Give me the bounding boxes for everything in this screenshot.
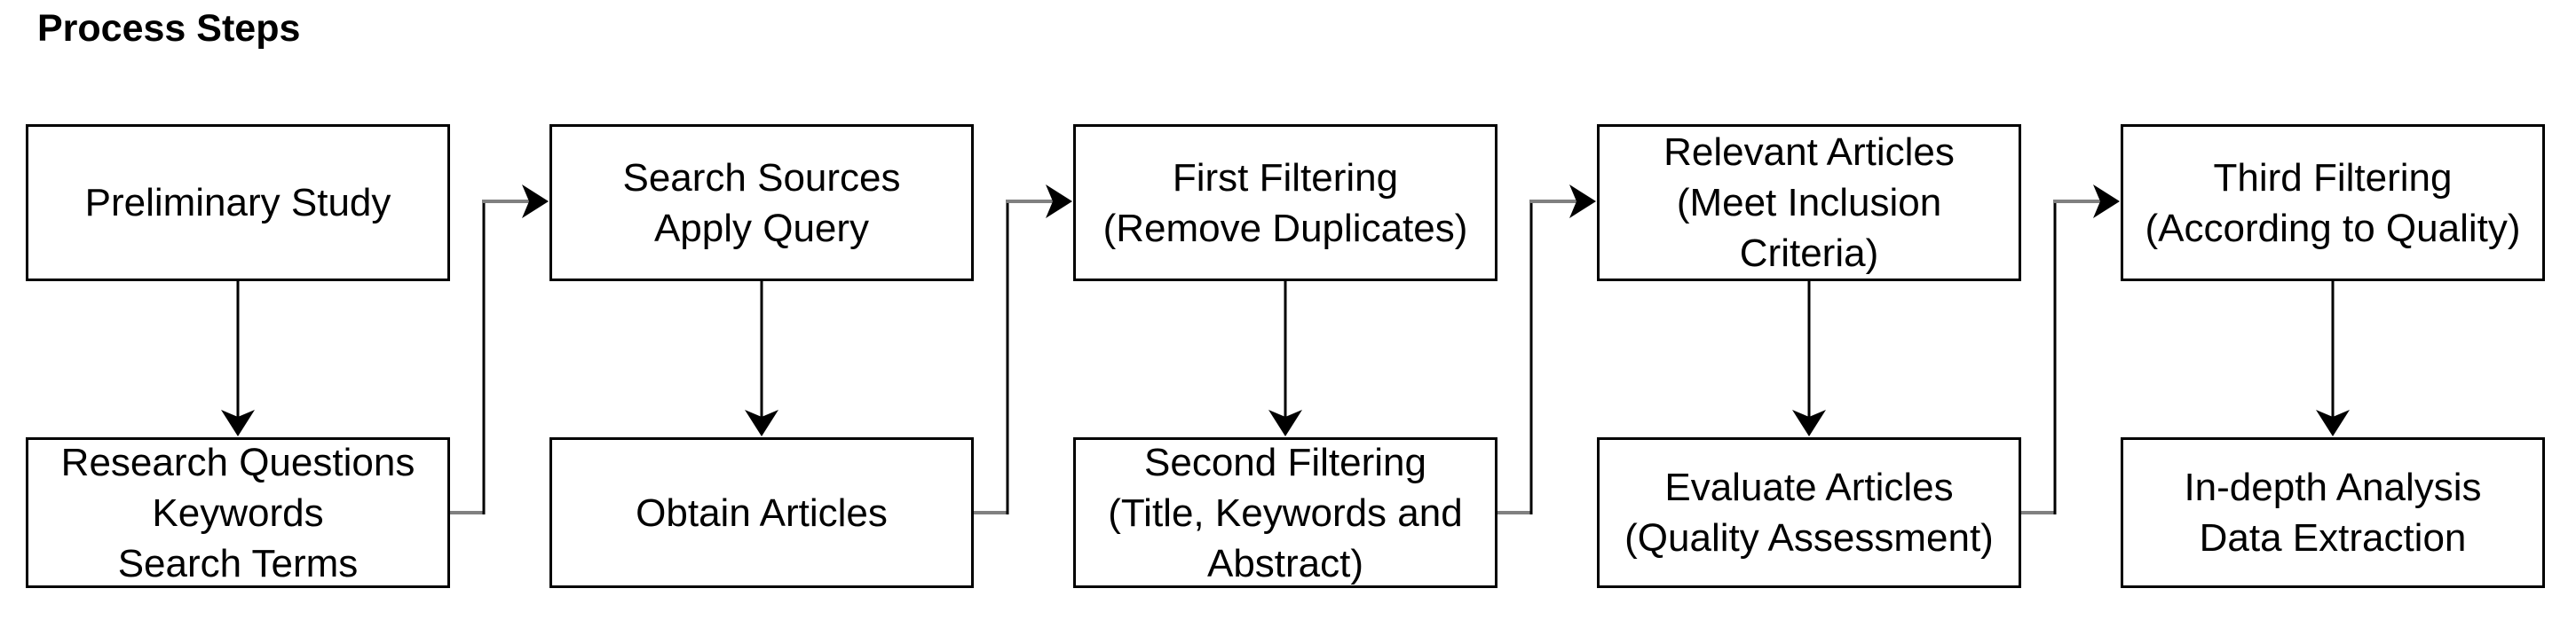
step-label: Second Filtering (Title, Keywords and Ab… (1108, 440, 1463, 585)
arrowhead-down-icon (221, 410, 255, 436)
arrowhead-down-icon (2316, 410, 2350, 436)
box-research-questions: Research Questions Keywords Search Terms (26, 437, 450, 588)
box-relevant-articles: Relevant Articles (Meet Inclusion Criter… (1597, 124, 2021, 281)
arrowhead-right-icon (1046, 184, 1072, 218)
arrowhead-right-icon (1569, 184, 1596, 218)
step-label: Search Sources Apply Query (622, 155, 901, 250)
box-obtain-articles: Obtain Articles (549, 437, 974, 588)
box-search-sources: Search Sources Apply Query (549, 124, 974, 281)
step-label: Relevant Articles (Meet Inclusion Criter… (1663, 130, 1955, 275)
box-third-filtering: Third Filtering (According to Quality) (2121, 124, 2545, 281)
box-in-depth-analysis: In-depth Analysis Data Extraction (2121, 437, 2545, 588)
box-second-filtering: Second Filtering (Title, Keywords and Ab… (1073, 437, 1497, 588)
arrowhead-right-icon (2093, 184, 2120, 218)
arrowhead-down-icon (745, 410, 778, 436)
step-label: Third Filtering (According to Quality) (2145, 155, 2521, 250)
step-label: Evaluate Articles (Quality Assessment) (1624, 466, 1994, 560)
box-evaluate-articles: Evaluate Articles (Quality Assessment) (1597, 437, 2021, 588)
step-label: Obtain Articles (636, 491, 888, 535)
step-label: Preliminary Study (84, 181, 391, 224)
box-first-filtering: First Filtering (Remove Duplicates) (1073, 124, 1497, 281)
step-label: In-depth Analysis Data Extraction (2184, 466, 2482, 560)
arrowhead-down-icon (1792, 410, 1826, 436)
box-preliminary-study: Preliminary Study (26, 124, 450, 281)
arrowhead-down-icon (1268, 410, 1302, 436)
diagram-title: Process Steps (37, 7, 301, 50)
step-label: Research Questions Keywords Search Terms (60, 440, 415, 585)
step-label: First Filtering (Remove Duplicates) (1102, 155, 1468, 250)
arrowhead-right-icon (522, 184, 549, 218)
